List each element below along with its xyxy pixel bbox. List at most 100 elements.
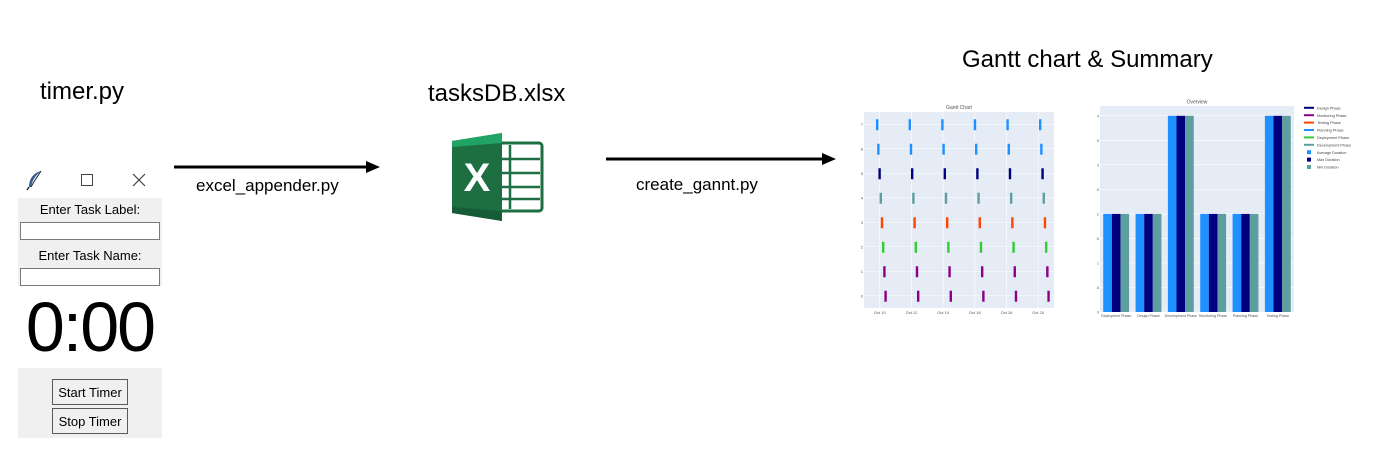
overview-bar [1152, 213, 1162, 312]
arrow-label-excel-appender: excel_appender.py [196, 176, 339, 195]
gantt-task-bar [1047, 290, 1050, 302]
excel-icon: X [452, 133, 544, 221]
gantt-task-bar [1013, 266, 1016, 278]
arrow-label-create-gantt: create_gannt.py [636, 175, 758, 194]
timer-title: timer.py [40, 78, 125, 105]
gantt-task-bar [948, 266, 951, 278]
close-icon[interactable] [132, 173, 146, 187]
gantt-task-bar [1007, 143, 1010, 155]
overview-y-tick: 0.5 [1096, 286, 1099, 290]
overview-bar [1111, 213, 1121, 312]
gantt-y-tick: 2 [861, 244, 864, 249]
gantt-task-bar [882, 241, 885, 253]
gantt-title: Gantt Chart [946, 105, 972, 111]
gantt-task-bar [1044, 241, 1048, 253]
overview-y-tick: 1.5 [1096, 237, 1099, 241]
gantt-task-bar [915, 266, 919, 278]
legend-swatch [1307, 165, 1311, 169]
gantt-plot-area [864, 112, 1054, 308]
gantt-task-bar [916, 290, 920, 302]
gantt-y-tick: 5 [861, 171, 864, 176]
legend-swatch [1304, 143, 1314, 146]
legend-swatch [1304, 136, 1314, 139]
legend-swatch [1304, 106, 1314, 109]
gantt-task-bar [877, 143, 880, 155]
overview-bar [1241, 213, 1250, 312]
timer-window: Enter Task Label: Enter Task Name: 0:00 … [18, 162, 162, 438]
excel-icon-letter: X [464, 156, 491, 200]
overview-bar [1249, 213, 1259, 312]
legend-label: Max Duration [1317, 158, 1340, 162]
database-title: tasksDB.xlsx [428, 80, 566, 107]
gantt-task-bar [947, 241, 950, 253]
gantt-task-bar [1046, 266, 1049, 278]
overview-y-tick: 3 [1097, 163, 1099, 167]
gantt-task-bar [982, 290, 985, 302]
overview-y-tick: 4 [1097, 114, 1099, 118]
gantt-task-bar [978, 217, 981, 229]
gantt-task-bar [1006, 119, 1009, 131]
legend-label: Average Duration [1317, 151, 1346, 155]
legend-label: Deployment Phase [1317, 136, 1349, 140]
overview-x-tick: Deployment Phase [1101, 314, 1131, 318]
overview-y-tick: 3.5 [1096, 139, 1099, 143]
task-name-input[interactable] [20, 268, 160, 286]
overview-bar [1208, 213, 1218, 312]
gantt-y-tick: 6 [861, 146, 864, 151]
overview-y-tick: 1 [1097, 261, 1099, 265]
overview-bar [1167, 115, 1177, 312]
overview-x-tick: Development Phase [1165, 314, 1197, 318]
task-label-input[interactable] [20, 222, 160, 240]
task-label-prompt: Enter Task Label: [39, 202, 141, 217]
overview-title: Overview [1187, 100, 1208, 106]
overview-bar [1176, 115, 1186, 312]
maximize-icon[interactable] [80, 173, 94, 187]
gantt-task-bar [1041, 168, 1044, 180]
overview-bar [1103, 213, 1112, 312]
overview-x-tick: Monitoring Phase [1199, 314, 1227, 318]
gantt-task-bar [913, 217, 916, 229]
arrow-timer-to-excel [174, 161, 380, 173]
start-timer-button[interactable]: Start Timer [52, 379, 128, 405]
overview-bar [1264, 115, 1274, 312]
gantt-x-tick: Oct 14 [937, 310, 950, 315]
gantt-task-bar [980, 266, 984, 278]
gantt-task-bar [908, 119, 911, 131]
output-title: Gantt chart & Summary [962, 46, 1213, 73]
overview-bar [1282, 115, 1291, 312]
arrow-excel-to-charts [606, 153, 836, 165]
gantt-y-tick: 4 [861, 195, 864, 200]
gantt-x-tick: Oct 12 [906, 310, 919, 315]
overview-bar [1273, 115, 1283, 312]
gantt-y-tick: 3 [861, 220, 864, 225]
gantt-task-bar [977, 192, 980, 204]
gantt-task-bar [1008, 168, 1012, 180]
gantt-task-bar [1043, 217, 1047, 229]
overview-bar [1144, 213, 1153, 312]
gantt-task-bar [942, 143, 945, 155]
window-titlebar [18, 162, 162, 198]
gantt-task-bar [949, 290, 952, 302]
legend-swatch [1304, 121, 1314, 124]
overview-bar [1135, 213, 1145, 312]
gantt-task-bar [880, 217, 884, 229]
gantt-task-bar [910, 168, 914, 180]
gantt-task-bar [976, 168, 979, 180]
gantt-task-bar [941, 119, 944, 131]
gantt-task-bar [876, 119, 879, 131]
overview-bar [1120, 213, 1130, 312]
gantt-task-bar [1042, 192, 1045, 204]
overview-x-tick: Testing Phase [1267, 314, 1290, 318]
stop-timer-button[interactable]: Stop Timer [52, 408, 128, 434]
gantt-task-bar [884, 290, 887, 302]
gantt-x-tick: Oct 10 [874, 310, 887, 315]
gantt-task-bar [1012, 241, 1015, 253]
gantt-task-bar [974, 143, 978, 155]
gantt-task-bar [878, 168, 881, 180]
gantt-y-tick: 0 [861, 293, 864, 298]
gantt-task-bar [973, 119, 977, 131]
